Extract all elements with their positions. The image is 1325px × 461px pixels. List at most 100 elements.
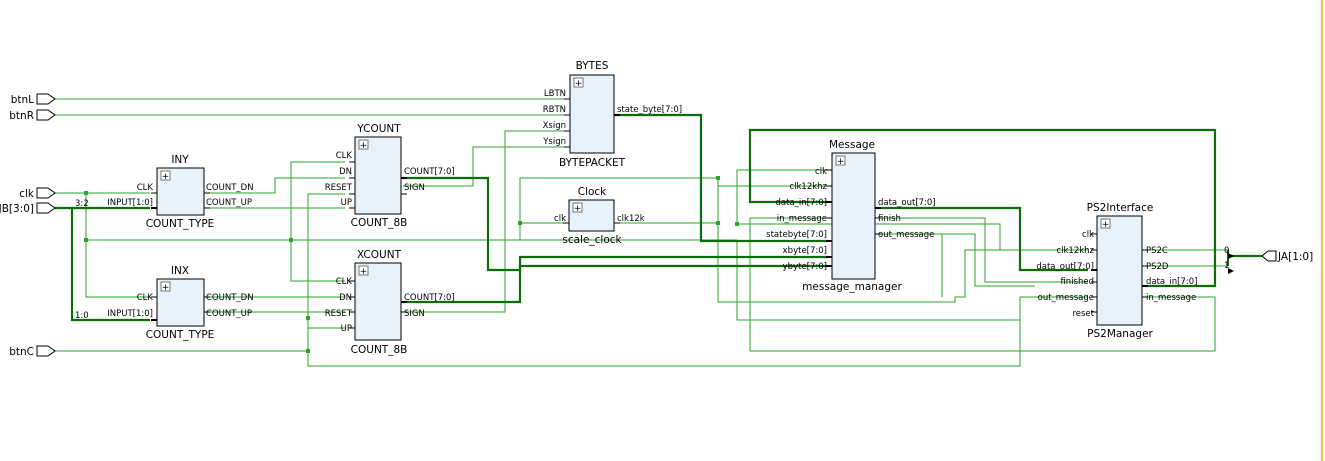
pin-label: COUNT_UP (206, 198, 252, 208)
expand-icon[interactable] (572, 202, 583, 213)
module-name: BYTEPACKET (559, 157, 626, 169)
block-body (354, 136, 402, 215)
block-clock[interactable]: Clock + scale_clock clk clk12k (554, 186, 645, 246)
instance-name: INX (171, 265, 189, 277)
pin-label: UP (341, 198, 352, 208)
port-btnL[interactable]: btnL (11, 93, 56, 106)
pin-label: DN (339, 167, 352, 177)
input-bus-port-icon (36, 202, 56, 214)
expand-icon[interactable] (573, 77, 584, 88)
pin-label: RESET (325, 309, 353, 319)
block-body (569, 74, 615, 154)
pin-label: in_message (1146, 293, 1196, 303)
port-clk[interactable]: clk (19, 187, 56, 200)
module-name: PS2Manager (1087, 328, 1153, 340)
expand-icon[interactable] (358, 265, 369, 276)
pin-label: LBTN (544, 89, 566, 99)
port-btnC[interactable]: btnC (9, 345, 56, 358)
expand-icon[interactable] (160, 170, 171, 181)
instance-name: YCOUNT (356, 123, 401, 135)
pin-label: out_message (878, 230, 934, 240)
port-label-btnC: btnC (9, 346, 34, 358)
block-body (354, 262, 402, 341)
pin-label: SIGN (404, 309, 425, 319)
pin-label: COUNT_UP (206, 309, 252, 319)
pin-label: UP (341, 324, 352, 334)
pin-label: SIGN (404, 183, 425, 193)
port-btnR[interactable]: btnR (9, 109, 56, 122)
block-ps2interface[interactable]: PS2Interface + PS2Manager clk clk12khz d… (1036, 202, 1197, 340)
block-iny[interactable]: INY + COUNT_TYPE CLK INPUT[1:0] COUNT_DN… (107, 154, 253, 230)
pin-label: clk (1082, 230, 1094, 240)
instance-name: Message (829, 139, 875, 151)
expand-icon[interactable] (1100, 218, 1111, 229)
pin-label: xbyte[7:0] (783, 246, 827, 256)
ripper-label-ja-1: 1 (1224, 261, 1229, 271)
pin-label: clk (554, 214, 566, 224)
block-body (831, 152, 876, 280)
pin-label: statebyte[7:0] (766, 230, 827, 240)
block-xcount[interactable]: XCOUNT + COUNT_8B CLK DN RESET UP COUNT[… (325, 249, 455, 356)
block-message[interactable]: Message + message_manager clk clk12khz d… (766, 139, 935, 293)
pin-label: clk (815, 167, 827, 177)
ripper-label-jb-lo: 1:0 (75, 311, 89, 321)
port-label-JA: JA[1:0] (1277, 251, 1313, 263)
instance-name: Clock (578, 186, 607, 198)
plus-glyph: + (162, 283, 170, 293)
block-body (1096, 215, 1143, 326)
module-name: scale_clock (562, 234, 622, 246)
pin-label: clk12khz (789, 182, 827, 192)
pin-label: reset (1072, 309, 1094, 319)
input-port-icon (36, 345, 56, 357)
port-label-btnL: btnL (11, 94, 34, 106)
pin-label: COUNT[7:0] (404, 167, 455, 177)
block-ycount[interactable]: YCOUNT + COUNT_8B CLK DN RESET UP COUNT[… (325, 123, 455, 229)
wires (55, 98, 1228, 367)
pin-label: out_message (1038, 293, 1094, 303)
pin-label: COUNT[7:0] (404, 293, 455, 303)
ripper-label-jb-hi: 3:2 (75, 199, 89, 209)
pin-label: data_in[7:0] (1146, 277, 1197, 287)
port-label-clk: clk (19, 188, 35, 200)
pin-label: CLK (137, 183, 154, 193)
pin-label: ybyte[7:0] (783, 262, 827, 272)
port-JB[interactable]: JB[3:0] (0, 202, 56, 215)
pin-label: COUNT_DN (206, 183, 254, 193)
pin-label: data_out[7:0] (1036, 262, 1094, 272)
instance-name: INY (171, 154, 189, 166)
pin-label: CLK (336, 277, 353, 287)
pin-label: PS2C (1146, 246, 1168, 256)
plus-glyph: + (360, 141, 368, 151)
pin-label: Ysign (542, 137, 566, 147)
output-bus-port-icon (1261, 250, 1277, 262)
pin-label: in_message (777, 214, 827, 224)
expand-icon[interactable] (358, 139, 369, 150)
buses (55, 113, 1262, 322)
plus-glyph: + (1102, 220, 1110, 230)
port-JA[interactable]: JA[1:0] (1261, 250, 1313, 263)
pin-label: INPUT[1:0] (107, 309, 153, 319)
module-name: COUNT_8B (351, 344, 408, 356)
plus-glyph: + (575, 79, 583, 89)
block-bytes[interactable]: BYTES + BYTEPACKET LBTN RBTN Xsign Ysign… (542, 60, 682, 169)
pin-label: DN (339, 293, 352, 303)
pin-label: RESET (325, 183, 353, 193)
input-port-icon (36, 187, 56, 199)
junction-dots (84, 176, 739, 353)
plus-glyph: + (574, 204, 582, 214)
plus-glyph: + (837, 157, 845, 167)
plus-glyph: + (162, 172, 170, 182)
pin-label: finish (878, 214, 901, 224)
pin-label: data_out[7:0] (878, 198, 936, 208)
pin-label: CLK (137, 293, 154, 303)
expand-icon[interactable] (835, 155, 846, 166)
pin-label: CLK (336, 151, 353, 161)
instance-name: XCOUNT (357, 249, 402, 261)
pin-label: clk12k (617, 214, 645, 224)
pin-label: data_in[7:0] (776, 198, 827, 208)
expand-icon[interactable] (160, 281, 171, 292)
block-inx[interactable]: INX + COUNT_TYPE CLK INPUT[1:0] COUNT_DN… (107, 265, 253, 341)
module-name: COUNT_TYPE (146, 218, 215, 230)
instance-name: PS2Interface (1087, 202, 1154, 214)
